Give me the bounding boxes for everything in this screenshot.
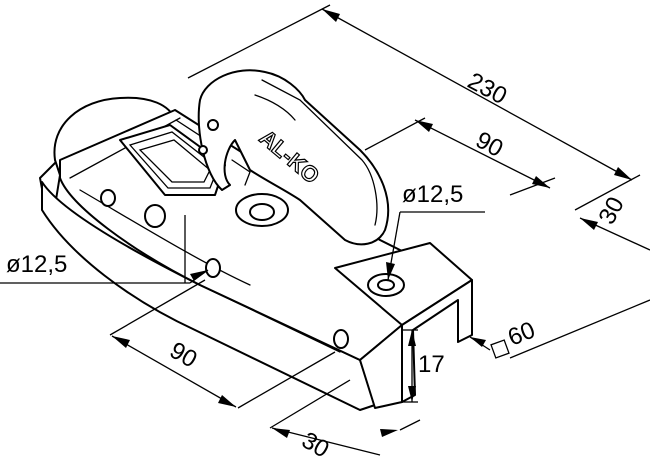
dim-flange-height-label: 17 [418,351,445,378]
dim-side-hole-spacing-label: 90 [165,337,202,374]
dim-overall-length-label: 230 [463,67,511,110]
dim-side-hole-diameter: ø12,5 [0,215,209,284]
dim-side-hole-edge-label: 30 [297,427,334,458]
dim-top-hole-spacing-label: 90 [471,126,507,162]
dim-square-size-label: 60 [504,317,539,352]
dim-side-hole-diameter-label: ø12,5 [6,251,67,278]
dim-top-hole-diameter: ø12,5 [386,181,485,281]
coupling-housing [39,96,473,411]
dim-top-hole-edge-label: 30 [593,193,629,229]
dim-flange-height: 17 [402,329,445,403]
dim-square-size: 60 [469,299,650,359]
dim-top-hole-diameter-label: ø12,5 [402,181,463,208]
square-symbol-icon [490,339,510,359]
coupling-handle: AL-KO [197,69,390,246]
